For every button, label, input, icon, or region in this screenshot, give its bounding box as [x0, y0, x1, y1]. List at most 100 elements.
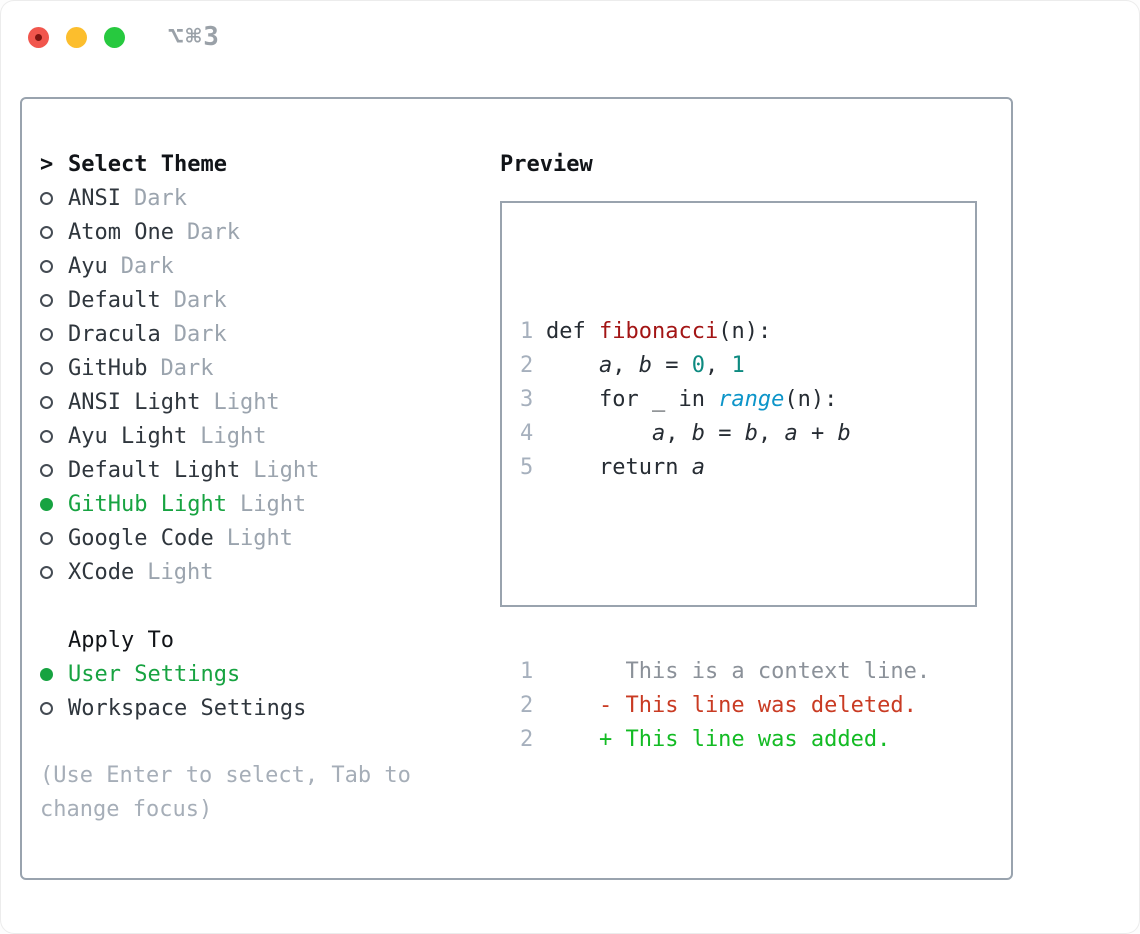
close-dot-icon — [35, 34, 42, 41]
code-token: , — [704, 353, 732, 378]
theme-variant-tag: Light — [200, 423, 267, 449]
theme-variant-tag: Light — [226, 525, 293, 551]
theme-name: Ayu Light — [68, 423, 188, 449]
theme-name: Google Code — [68, 525, 214, 551]
theme-option-default[interactable]: Default Dark — [40, 283, 500, 317]
theme-name: Ayu — [68, 253, 108, 279]
theme-name: Default Light — [68, 457, 241, 483]
diff-text: + This line was added. — [546, 727, 891, 752]
apply-option-label: Workspace Settings — [68, 695, 307, 721]
theme-variant-tag: Light — [147, 559, 214, 585]
apply-option-user-settings[interactable]: User Settings — [40, 657, 500, 691]
theme-variant-tag: Light — [253, 457, 320, 483]
spacer — [40, 725, 500, 759]
theme-name: Default — [68, 287, 161, 313]
theme-variant-tag: Dark — [160, 355, 214, 381]
theme-name: Atom One — [68, 219, 174, 245]
line-number: 2 — [520, 693, 534, 718]
diff-line-context: 1 This is a context line. — [520, 655, 957, 689]
theme-option-atom-one[interactable]: Atom One Dark — [40, 215, 500, 249]
line-number: 4 — [520, 421, 534, 446]
line-number: 2 — [520, 727, 534, 752]
radio-icon — [40, 463, 53, 477]
preview-header-label: Preview — [500, 151, 593, 177]
radio-icon — [40, 327, 53, 341]
code-token: def — [546, 319, 599, 344]
diff-line-added: 2 + This line was added. — [520, 723, 957, 757]
theme-name: XCode — [68, 559, 135, 585]
code-token: return — [546, 455, 692, 480]
theme-name: ANSI Light — [68, 389, 201, 415]
diff-text: - This line was deleted. — [546, 693, 917, 718]
code-token: (n): — [718, 319, 772, 344]
code-token: + — [797, 421, 838, 446]
line-number: 2 — [520, 353, 534, 378]
code-line: 3 for _ in range(n): — [520, 383, 957, 417]
theme-variant-tag: Dark — [120, 253, 174, 279]
radio-icon — [40, 395, 53, 409]
minimize-button[interactable] — [66, 27, 87, 48]
radio-icon — [40, 259, 53, 273]
maximize-button[interactable] — [104, 27, 125, 48]
code-token: 1 — [731, 353, 745, 378]
window-title: ⌥⌘3 — [168, 22, 221, 52]
close-button[interactable] — [28, 27, 49, 48]
code-token: , — [665, 421, 692, 446]
apply-to-header: Apply To — [40, 623, 500, 657]
theme-variant-tag: Light — [213, 389, 280, 415]
line-number: 1 — [520, 319, 534, 344]
radio-icon — [40, 429, 53, 443]
selected-radio-icon — [40, 667, 53, 681]
preview-header: Preview — [500, 147, 987, 181]
theme-option-ayu-light[interactable]: Ayu Light Light — [40, 419, 500, 453]
titlebar: ⌥⌘3 — [0, 0, 1140, 97]
code-token: 0 — [691, 353, 705, 378]
diff-line-deleted: 2 - This line was deleted. — [520, 689, 957, 723]
theme-option-ansi-light[interactable]: ANSI Light Light — [40, 385, 500, 419]
radio-icon — [40, 701, 53, 715]
code-token: b — [691, 421, 705, 446]
theme-name: GitHub Light — [68, 491, 227, 517]
theme-option-google-code[interactable]: Google Code Light — [40, 521, 500, 555]
spacer — [40, 589, 500, 623]
code-token: range — [718, 387, 785, 412]
code-token — [546, 421, 652, 446]
code-token: a — [691, 455, 705, 480]
theme-variant-tag: Dark — [186, 219, 240, 245]
radio-icon — [40, 361, 53, 375]
hint-text: (Use Enter to select, Tab to change focu… — [40, 763, 411, 822]
spacer — [520, 553, 957, 587]
code-line: 5 return a — [520, 451, 957, 485]
code-token: a — [651, 421, 666, 446]
code-line: 4 a, b = b, a + b — [520, 417, 957, 451]
diff-sample: 1 This is a context line.2 - This line w… — [520, 655, 957, 757]
theme-variant-tag: Dark — [173, 287, 227, 313]
apply-option-workspace-settings[interactable]: Workspace Settings — [40, 691, 500, 725]
theme-option-default-light[interactable]: Default Light Light — [40, 453, 500, 487]
theme-option-xcode[interactable]: XCode Light — [40, 555, 500, 589]
caret-icon: > — [40, 151, 54, 177]
code-token: for _ in — [546, 387, 719, 412]
code-token: , — [757, 421, 785, 446]
theme-variant-tag: Dark — [173, 321, 227, 347]
code-token: (n): — [784, 387, 838, 412]
radio-icon — [40, 531, 53, 545]
theme-option-ayu[interactable]: Ayu Dark — [40, 249, 500, 283]
theme-name: ANSI — [68, 185, 121, 211]
radio-icon — [40, 191, 53, 205]
radio-icon — [40, 293, 53, 307]
apply-to-header-label: Apply To — [68, 627, 174, 653]
code-token: fibonacci — [598, 319, 719, 344]
code-token: a — [598, 353, 613, 378]
